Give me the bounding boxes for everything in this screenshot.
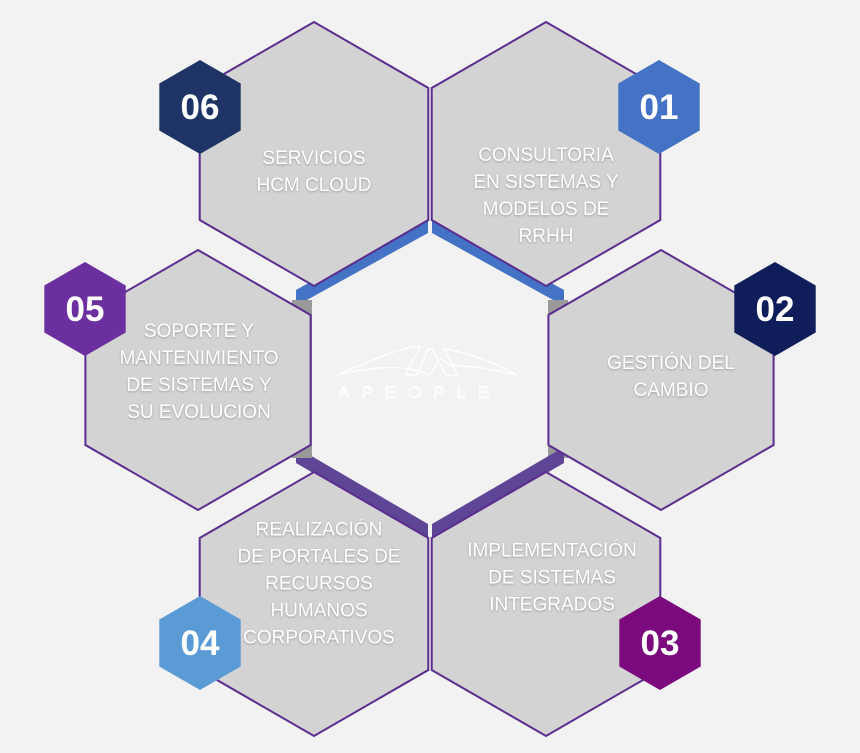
hexagon-label-line: EN SISTEMAS Y: [473, 172, 619, 193]
hexagon-label-line: HUMANOS: [270, 600, 368, 622]
hexagon-03: [430, 470, 662, 738]
badge-hexagon-04: [159, 596, 241, 690]
badge-hexagon-05: [44, 262, 126, 356]
hexagon-label-line: DE SISTEMAS: [488, 567, 616, 589]
badge-05: 05: [44, 262, 126, 356]
hexagon-label-line: MODELOS DE: [482, 199, 610, 220]
badge-number-06: 06: [181, 88, 220, 127]
hexagon-label-line: MANTENIMIENTO: [119, 348, 279, 369]
hexagon-label-05: SOPORTE Y MANTENIMIENTO DE SISTEMAS Y SU EV…: [99, 318, 299, 426]
hexagon-label-line: DE PORTALES DE: [237, 546, 401, 568]
badge-number-04: 04: [181, 624, 220, 663]
badge-03: 03: [619, 596, 701, 690]
hexagon-label-line: SU EVOLUCION: [127, 402, 271, 423]
badge-01: 01: [618, 60, 700, 154]
hexagon-label-line: IMPLEMENTACIÓN: [467, 540, 637, 562]
badge-hexagon-03: [619, 596, 701, 690]
badge-number-05: 05: [66, 290, 105, 329]
hexagon-label-03: IMPLEMENTACIÓN DE SISTEMAS INTEGRADOS: [452, 538, 652, 619]
badge-number-01: 01: [640, 88, 679, 127]
number-badges: 01 02 03 04 05 06: [44, 60, 816, 690]
hexagon-label-line: REALIZACIÓN: [255, 519, 383, 541]
apeople-logo: APEOPLE: [336, 346, 518, 402]
service-hexagons: [84, 20, 775, 738]
hexagon-04: [198, 470, 430, 738]
hexagon-label-line: RRHH: [518, 226, 574, 247]
connector-band-bottom-right: [432, 447, 564, 540]
badge-hexagon-06: [159, 60, 241, 154]
badge-number-02: 02: [756, 290, 795, 329]
hexagon-label-02: GESTIÓN DEL CAMBIO: [571, 350, 771, 404]
hexagon-label-line: CAMBIO: [633, 380, 709, 401]
badge-04: 04: [159, 596, 241, 690]
badge-hexagon-02: [734, 262, 816, 356]
hexagon-label-line: CORPORATIVOS: [243, 627, 395, 649]
hexagon-label-line: SOPORTE Y: [143, 321, 255, 342]
badge-02: 02: [734, 262, 816, 356]
hexagon-label-06: SERVICIOS HCM CLOUD: [214, 145, 414, 199]
hexagon-label-line: SERVICIOS: [262, 148, 366, 169]
hexagon-label-line: INTEGRADOS: [489, 594, 615, 616]
hexagon-label-04: REALIZACIÓN DE PORTALES DE RECURSOS HUMANOS…: [219, 517, 419, 652]
connector-band-bottom-left: [296, 447, 428, 540]
hexagon-label-line: HCM CLOUD: [256, 175, 372, 196]
logo-wordmark: APEOPLE: [338, 383, 501, 402]
logo-arch-mark: [336, 346, 518, 376]
hexagon-label-line: GESTIÓN DEL: [607, 353, 735, 374]
badge-number-03: 03: [641, 624, 680, 663]
hexagon-label-line: CONSULTORIA: [478, 145, 614, 166]
hexagon-label-line: RECURSOS: [265, 573, 373, 595]
hexagon-label-line: DE SISTEMAS Y: [126, 375, 272, 396]
badge-06: 06: [159, 60, 241, 154]
hexagon-label-01: CONSULTORIA EN SISTEMAS Y MODELOS DE RRHH: [446, 142, 646, 250]
badge-hexagon-01: [618, 60, 700, 154]
